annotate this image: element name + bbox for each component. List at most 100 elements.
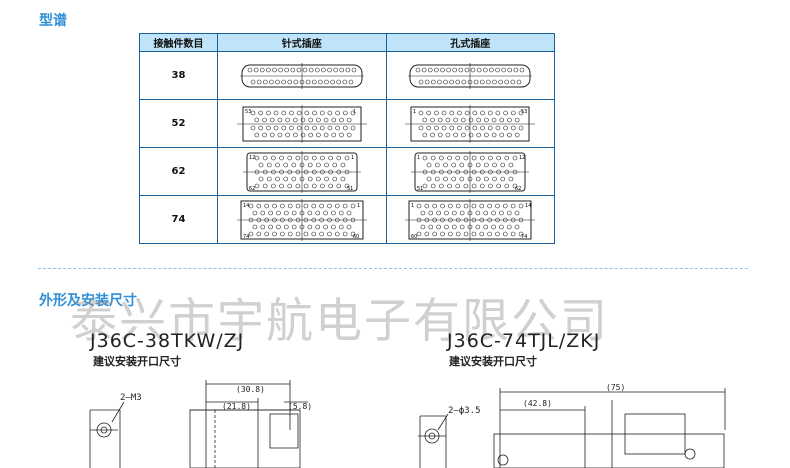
contact-dot [304, 125, 309, 130]
contact-dot [350, 203, 356, 208]
contact-dot [292, 117, 298, 122]
contact-dot [342, 217, 348, 222]
hole-socket-cell: 1 12 51 62 [385, 147, 555, 196]
contact-dot [256, 231, 261, 236]
contact-dot [295, 183, 300, 188]
pin-label: 53 [245, 109, 251, 115]
contact-dot [518, 203, 524, 208]
contact-dot [518, 231, 524, 236]
contact-dot [314, 67, 320, 72]
contact-dot [468, 132, 474, 137]
contact-dot [422, 67, 427, 72]
contact-dot [498, 79, 504, 84]
hole-label: 12 [519, 155, 525, 161]
contact-dot [270, 183, 276, 188]
contact-dot [271, 67, 277, 72]
contact-dot [278, 67, 283, 72]
table-row: 38 [139, 51, 555, 100]
pin-socket-38-icon [239, 62, 364, 89]
pin-label: 14 [243, 203, 249, 209]
contact-dot [500, 176, 506, 181]
contact-dot [422, 132, 428, 137]
contact-dot [262, 169, 268, 174]
contact-dot [336, 79, 341, 84]
contact-dot [452, 224, 457, 229]
pin-label: 62 [249, 186, 255, 192]
contact-dot [518, 110, 524, 115]
contact-dot [296, 110, 302, 115]
contact-dot [430, 132, 436, 137]
contact-dot [518, 217, 524, 222]
contact-dot [431, 183, 436, 188]
contact-dot [303, 217, 308, 222]
contact-dot [511, 110, 516, 115]
hole-label: 1 [417, 155, 420, 161]
contact-dot [480, 183, 485, 188]
contact-dot [278, 169, 284, 174]
contact-dot [458, 67, 464, 72]
contact-dot [508, 176, 514, 181]
contact-dot [254, 117, 259, 122]
contact-dot [308, 132, 313, 137]
contact-dot [322, 224, 328, 229]
contact-dot [504, 183, 510, 188]
contact-dot [449, 110, 455, 115]
contact-dot [342, 110, 348, 115]
contact-dot [311, 110, 317, 115]
contact-dot [315, 224, 320, 229]
contact-dot [471, 231, 477, 236]
contact-dot [449, 79, 455, 84]
contact-dot [507, 67, 513, 72]
contact-dot [472, 110, 478, 115]
contact-dot [252, 210, 257, 215]
contact-dot [503, 231, 508, 236]
contact-dot [319, 125, 325, 130]
contact-dot [350, 217, 356, 222]
contact-dot [291, 210, 297, 215]
contact-dot [440, 67, 446, 72]
contact-dot [326, 231, 332, 236]
contact-dot [264, 203, 269, 208]
contact-dot [274, 162, 280, 167]
contact-dot [295, 231, 301, 236]
contact-dot [428, 224, 434, 229]
contact-dot [319, 231, 324, 236]
dim-inner-right: (42.8) [523, 399, 552, 408]
contact-dot [259, 67, 265, 72]
contact-dot [511, 203, 516, 208]
header-hole: 孔式插座 [385, 33, 555, 52]
contact-dot [290, 67, 295, 72]
contact-dot [511, 217, 516, 222]
contact-dot [447, 169, 453, 174]
contact-dot [459, 176, 465, 181]
contact-dot [422, 155, 428, 160]
contact-dot [346, 132, 352, 137]
contact-dot [327, 110, 332, 115]
contact-dot [300, 117, 306, 122]
contact-dot [467, 210, 473, 215]
contact-count: 62 [139, 147, 218, 196]
contact-dot [295, 217, 301, 222]
dim-holes-left: 2—M3 [120, 393, 142, 403]
contact-dot [319, 217, 324, 222]
contact-dot [495, 231, 501, 236]
contact-dot [323, 79, 329, 84]
contact-dot [350, 110, 356, 115]
contact-dot [268, 224, 273, 229]
contact-dot [303, 155, 309, 160]
contact-dot [332, 162, 337, 167]
contact-dot [442, 125, 447, 130]
contact-dot [499, 117, 505, 122]
contact-dot [455, 79, 461, 84]
contact-dot [351, 67, 357, 72]
contact-dot [283, 210, 289, 215]
contact-dot [496, 183, 502, 188]
contact-dot [334, 217, 340, 222]
contact-dot [416, 217, 422, 222]
pin-label: 60 [353, 234, 359, 240]
contact-dot [508, 162, 514, 167]
contact-dot [340, 162, 345, 167]
contact-dot [503, 203, 508, 208]
contact-dot [287, 231, 293, 236]
contact-dot [330, 210, 336, 215]
